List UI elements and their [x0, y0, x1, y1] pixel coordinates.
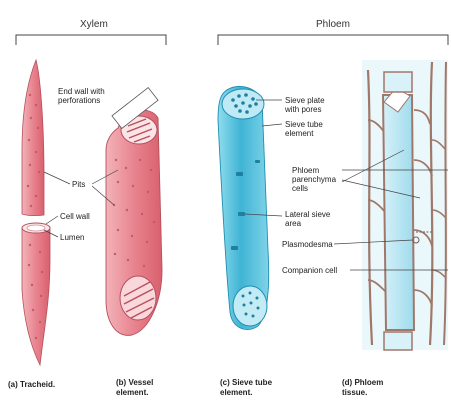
cell-wall-label: Cell wall	[60, 212, 90, 221]
companion-cell-label: Companion cell	[282, 266, 337, 275]
pits-label: Pits	[72, 180, 85, 189]
xylem-bracket	[16, 35, 166, 45]
phloem-header: Phloem	[316, 20, 350, 29]
plasmodesma-label: Plasmodesma	[282, 240, 333, 249]
phloem-bracket	[218, 35, 448, 45]
sieve-tube-element	[218, 86, 269, 329]
lumen-label: Lumen	[60, 233, 84, 242]
phloem-tissue	[362, 60, 448, 350]
tracheid-lower	[22, 223, 50, 365]
xylem-header: Xylem	[80, 20, 108, 29]
tracheid-upper	[22, 60, 44, 216]
caption-a: (a) Tracheid.	[8, 380, 55, 390]
vessel-element	[106, 110, 162, 335]
